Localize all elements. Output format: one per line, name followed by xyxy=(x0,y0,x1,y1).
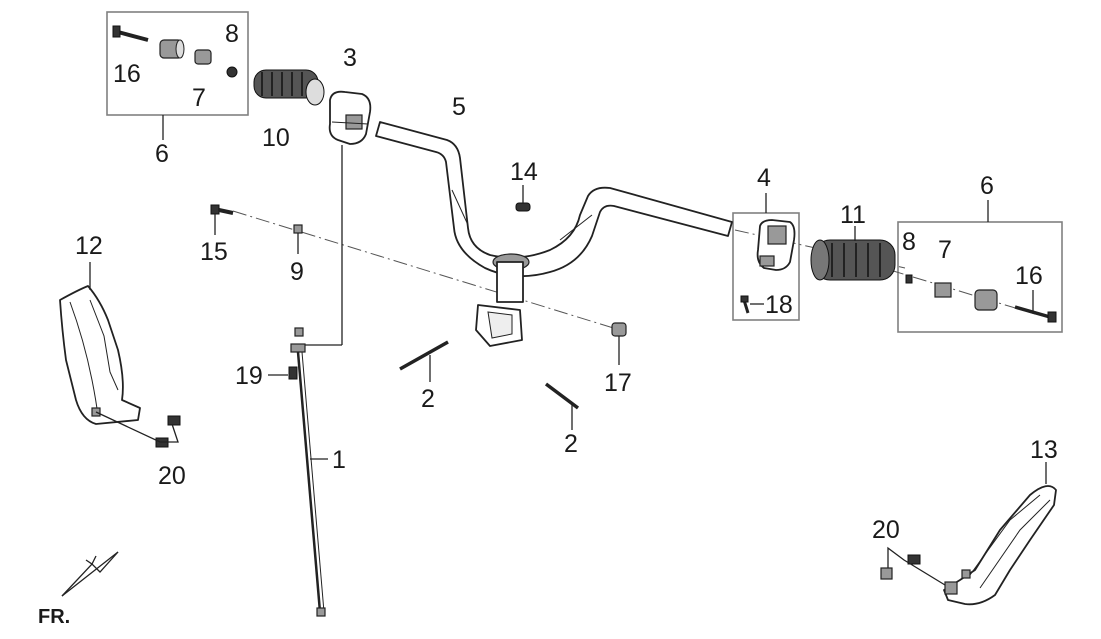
bolt-15 xyxy=(210,204,234,215)
callout-2-a: 2 xyxy=(421,385,435,413)
callout-5: 5 xyxy=(452,93,466,121)
callout-7-right: 7 xyxy=(938,236,952,264)
callout-17: 17 xyxy=(604,369,632,397)
screw-19 xyxy=(288,366,298,380)
collar-7-left xyxy=(194,49,212,65)
callout-8-right: 8 xyxy=(902,228,916,256)
cover-13 xyxy=(943,485,1057,606)
switch-3-left xyxy=(328,90,372,145)
callout-13: 13 xyxy=(1030,436,1058,464)
grip-10-left xyxy=(253,69,325,106)
washer-8-right xyxy=(905,274,913,284)
band-2-a xyxy=(399,340,449,371)
callout-12: 12 xyxy=(75,232,103,260)
cap-14 xyxy=(515,202,531,212)
callout-10: 10 xyxy=(262,124,290,152)
callout-9: 9 xyxy=(290,258,304,286)
callout-2-b: 2 xyxy=(564,430,578,458)
left-grip-kit-box xyxy=(106,11,249,116)
bolt-16-right xyxy=(1014,305,1057,323)
callout-16-right: 16 xyxy=(1015,262,1043,290)
callout-18: 18 xyxy=(765,291,793,319)
bolt-16-left xyxy=(112,25,149,42)
cover-12 xyxy=(59,285,141,425)
nut-9 xyxy=(293,224,303,234)
callout-1: 1 xyxy=(332,446,346,474)
throttle-cable-1 xyxy=(290,327,326,617)
callout-7-left: 7 xyxy=(192,84,206,112)
weight-left xyxy=(159,39,185,59)
weight-right xyxy=(974,289,998,311)
switch-4-right xyxy=(756,219,796,271)
callout-15: 15 xyxy=(200,238,228,266)
callout-19: 19 xyxy=(235,362,263,390)
washer-8-left xyxy=(226,66,238,78)
callout-14: 14 xyxy=(510,158,538,186)
callout-11: 11 xyxy=(840,201,866,229)
band-2-b xyxy=(544,382,580,410)
right-grip-kit-box xyxy=(897,221,1063,333)
clip-20-right-b xyxy=(880,567,893,580)
nut-17 xyxy=(611,322,627,337)
front-direction-icon xyxy=(61,551,119,597)
collar-7-right xyxy=(934,282,952,298)
handlebar-holder xyxy=(475,253,530,347)
handlebar-5 xyxy=(375,121,733,278)
clip-20-right-a xyxy=(907,554,921,565)
callout-6-right: 6 xyxy=(980,172,994,200)
callout-20-right: 20 xyxy=(872,516,900,544)
callout-20-left: 20 xyxy=(158,462,186,490)
screw-18 xyxy=(740,295,750,314)
grip-11-right xyxy=(810,239,896,281)
callout-8-left: 8 xyxy=(225,20,239,48)
callout-4: 4 xyxy=(757,164,771,192)
callout-3: 3 xyxy=(343,44,357,72)
callout-6-left: 6 xyxy=(155,140,169,168)
clip-20-left-a xyxy=(167,415,181,426)
callout-16-left: 16 xyxy=(113,60,141,88)
front-marker-label: FR. xyxy=(38,606,70,628)
